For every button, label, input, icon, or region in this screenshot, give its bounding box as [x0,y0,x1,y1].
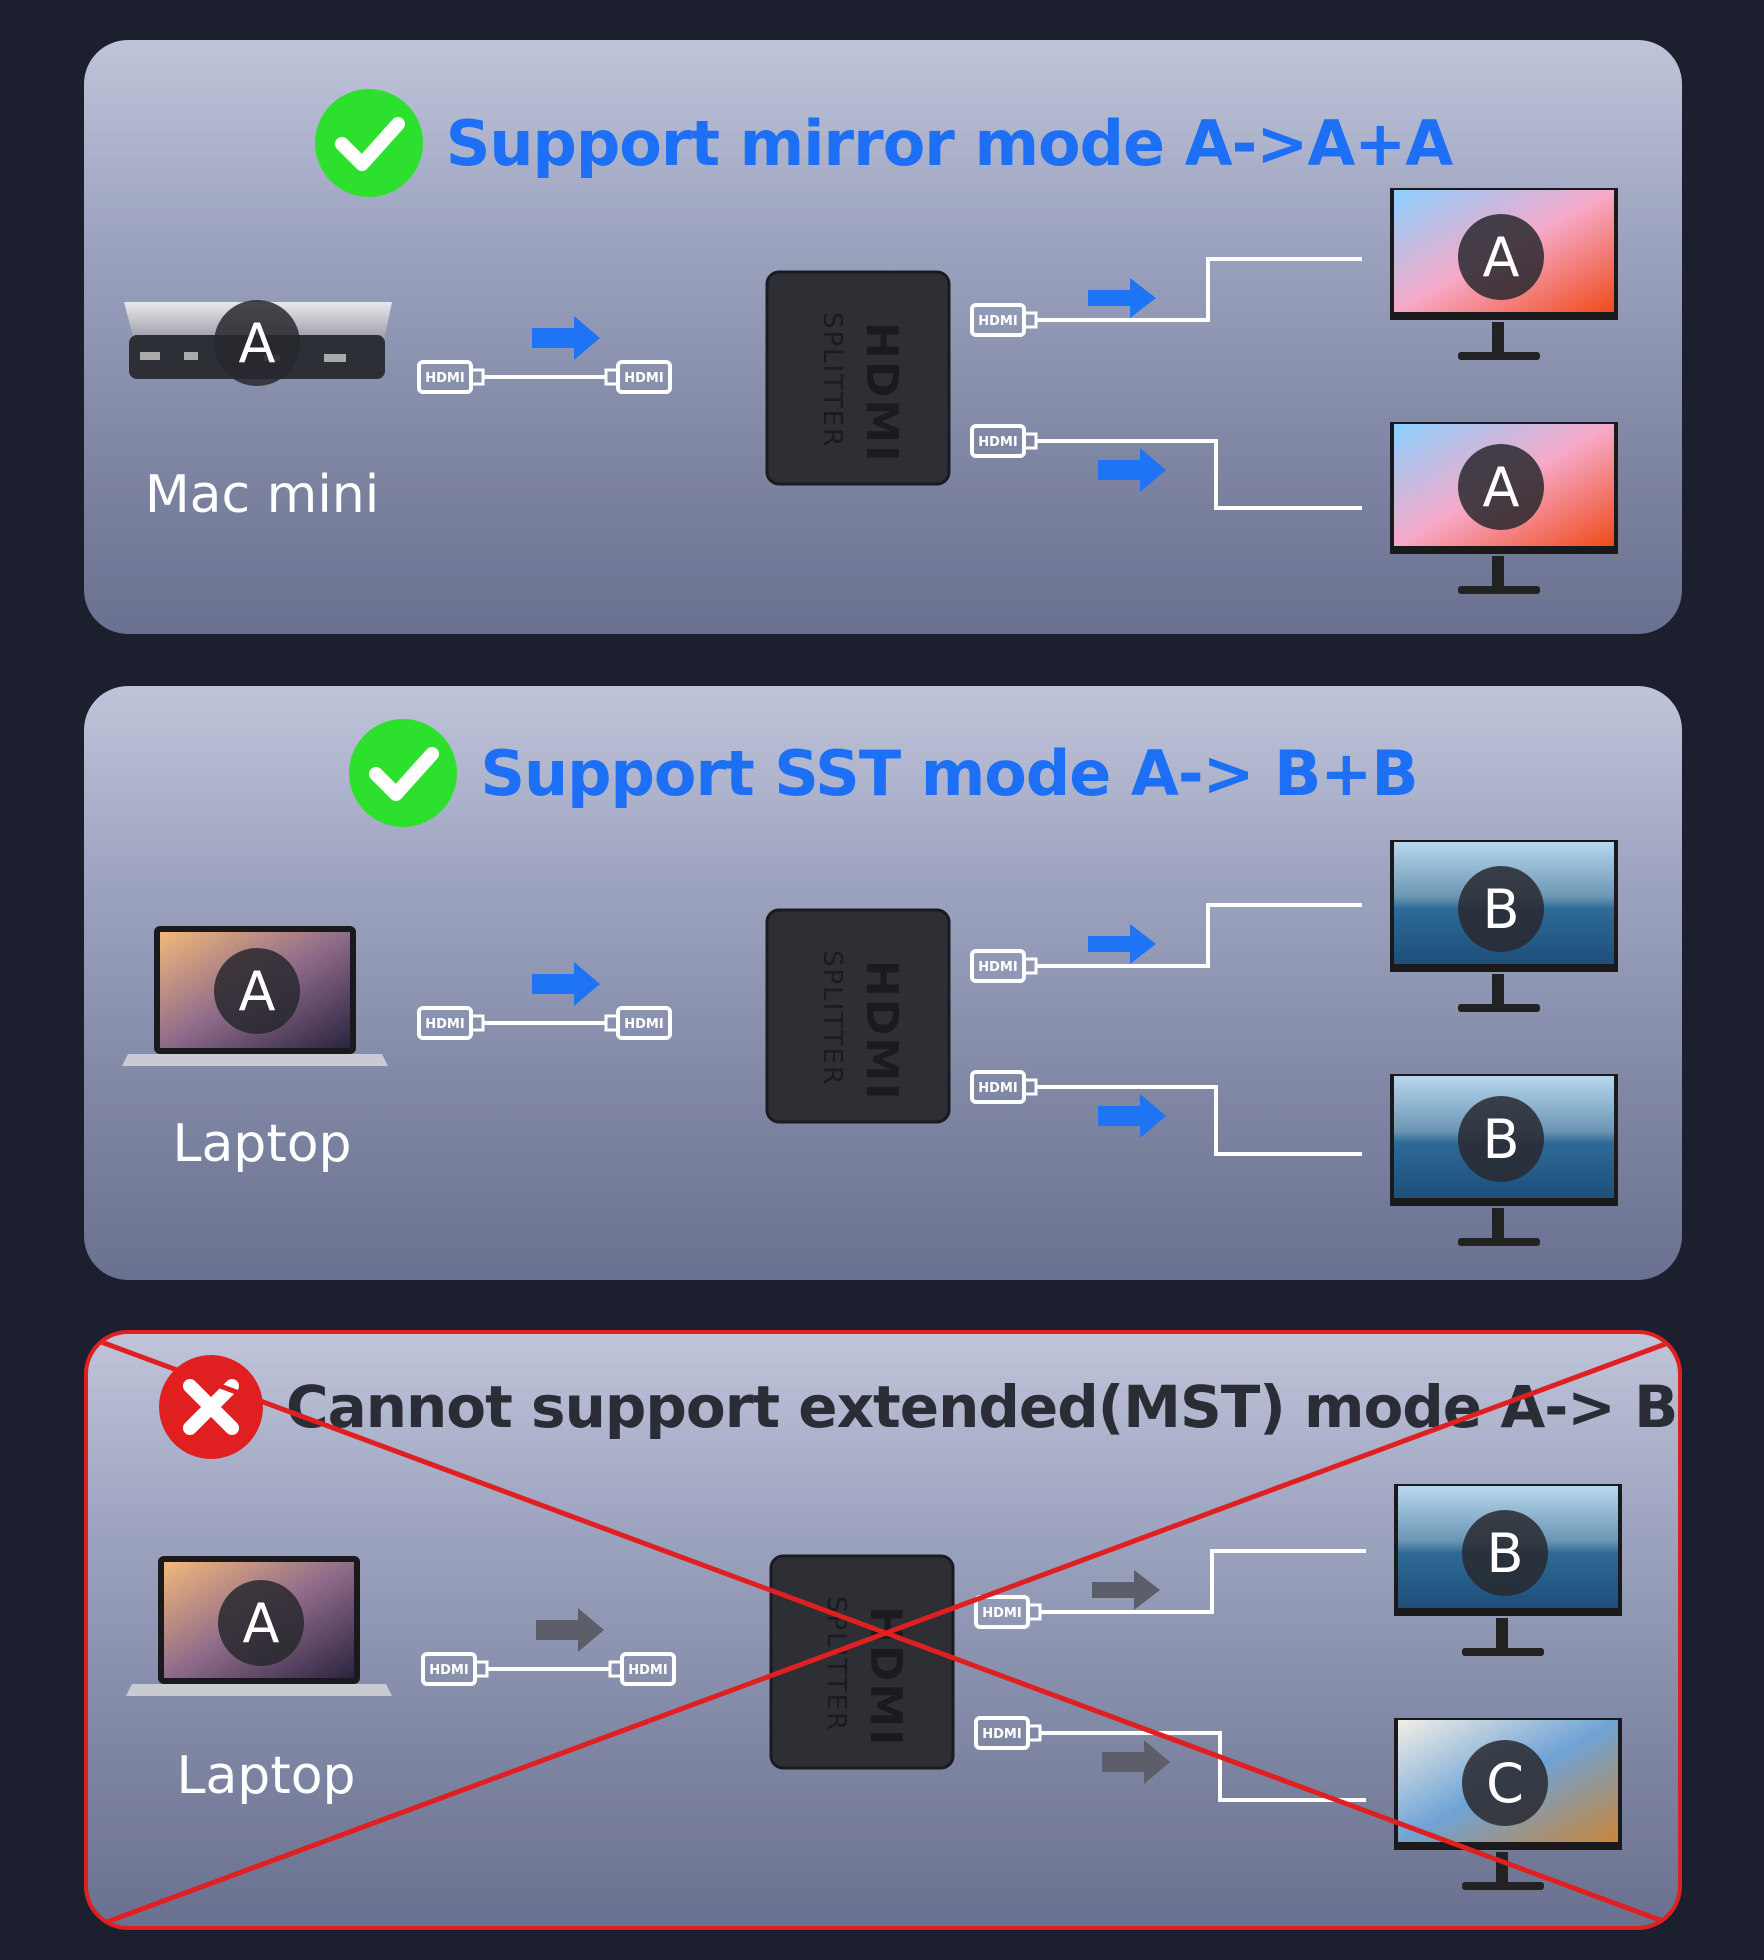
splitter-brand: HDMI [856,960,907,1102]
panel-title: Cannot support extended(MST) mode A-> B+… [158,1354,1682,1460]
output-cable-1 [974,1549,1366,1629]
splitter-label-group: HDMI SPLITTER [767,910,949,1122]
sst-mode-panel: HDMI HDMI HDMI HDMI Support SST mode A-> B+… [84,686,1682,1280]
output-cable-1 [970,903,1362,983]
mst-mode-panel: HDMI HDMI HDMI HDMI Cannot support extended… [84,1330,1682,1930]
panel-2-diagram: HDMI HDMI HDMI HDMI [122,840,1618,1246]
arrow-right-icon [536,1608,604,1652]
splitter-text: SPLITTER [817,312,847,449]
input-hdmi-cable [417,360,672,394]
output-signal-label: B [1462,1510,1548,1596]
hdmi-splitter-device [765,270,951,486]
output-signal-label: C [1462,1740,1548,1826]
splitter-text: SPLITTER [817,950,847,1087]
source-device-name: Laptop [176,1746,356,1806]
cross-circle-icon [159,1355,263,1459]
source-signal-label: A [218,1580,304,1666]
arrow-right-icon [532,962,600,1006]
check-circle-icon [349,719,458,827]
hdmi-connector-label: HDMI [425,371,464,386]
hdmi-connector-label: HDMI [624,1017,663,1032]
hdmi-connector-label: HDMI [425,1017,464,1032]
splitter-brand: HDMI [856,322,907,464]
hdmi-splitter-device [765,908,951,1124]
cross-out-overlay [95,1337,1677,1926]
output-signal-label: B [1458,1096,1544,1182]
hdmi-connector-label: HDMI [978,960,1017,975]
title-text: Support mirror mode A->A+A [445,106,1454,180]
hdmi-connector-label: HDMI [978,314,1017,329]
input-hdmi-cable [421,1652,676,1686]
panel-title: Support mirror mode A->A+A [84,88,1682,198]
hdmi-connector-label: HDMI [624,371,663,386]
output-signal-label: A [1458,214,1544,300]
hdmi-connector-label: HDMI [978,435,1017,450]
hdmi-connector-label: HDMI [982,1606,1021,1621]
output-signal-label: B [1458,866,1544,952]
panel-title: Support SST mode A-> B+B [84,718,1682,828]
output-cable-2 [970,424,1362,510]
source-device-name: Laptop [172,1114,352,1174]
output-cable-1 [970,257,1362,337]
title-text: Support SST mode A-> B+B [480,736,1418,810]
source-signal-label: A [214,300,300,386]
source-device-name: Mac mini [144,465,380,525]
source-signal-label: A [214,948,300,1034]
hdmi-connector-label: HDMI [429,1663,468,1678]
mirror-mode-panel: HDMI HDMI HDMI HDMI Support mirror mode A->… [84,40,1682,634]
output-cable-2 [970,1070,1362,1156]
output-signal-label: A [1458,444,1544,530]
input-hdmi-cable [417,1006,672,1040]
arrow-right-icon [532,316,600,360]
output-cable-2 [974,1716,1366,1802]
title-text: Cannot support extended(MST) mode A-> B+… [286,1373,1682,1441]
check-circle-icon [314,89,423,197]
hdmi-connector-label: HDMI [978,1081,1017,1096]
hdmi-connector-label: HDMI [628,1663,667,1678]
hdmi-connector-label: HDMI [982,1727,1021,1742]
splitter-label-group: HDMI SPLITTER [767,272,949,484]
